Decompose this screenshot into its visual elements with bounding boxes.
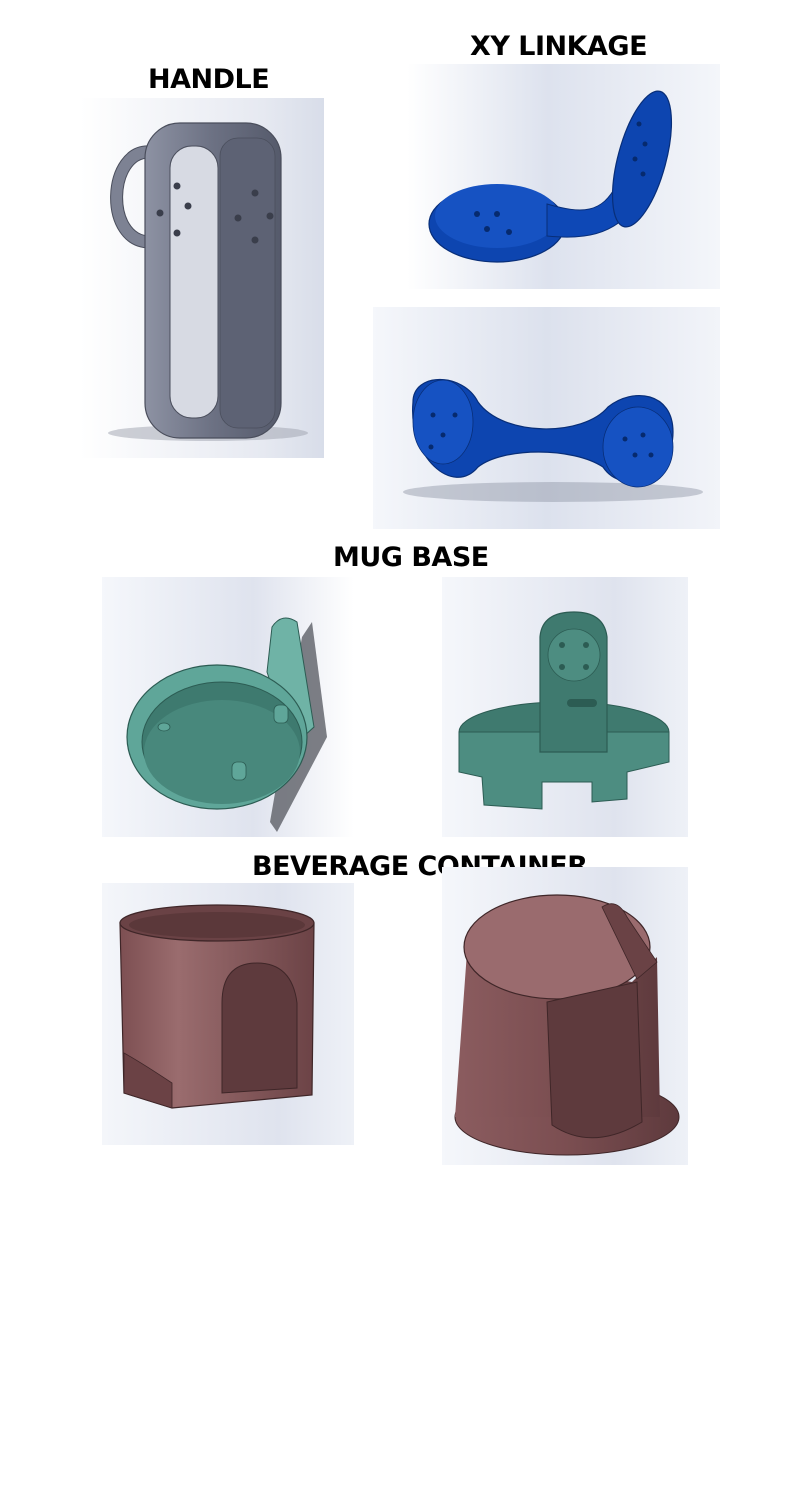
mug-base-render-2 [442, 577, 688, 837]
xy-linkage-label: XY LINKAGE [470, 31, 648, 62]
handle-render [80, 98, 324, 458]
beverage-container-render-2 [442, 867, 688, 1165]
beverage-container-render-1 [102, 883, 354, 1145]
mug-base-label: MUG BASE [333, 542, 489, 573]
xy-linkage-render-2 [373, 307, 720, 529]
handle-label: HANDLE [148, 64, 270, 95]
xy-linkage-render-1 [407, 64, 720, 289]
mug-base-render-1 [102, 577, 354, 837]
